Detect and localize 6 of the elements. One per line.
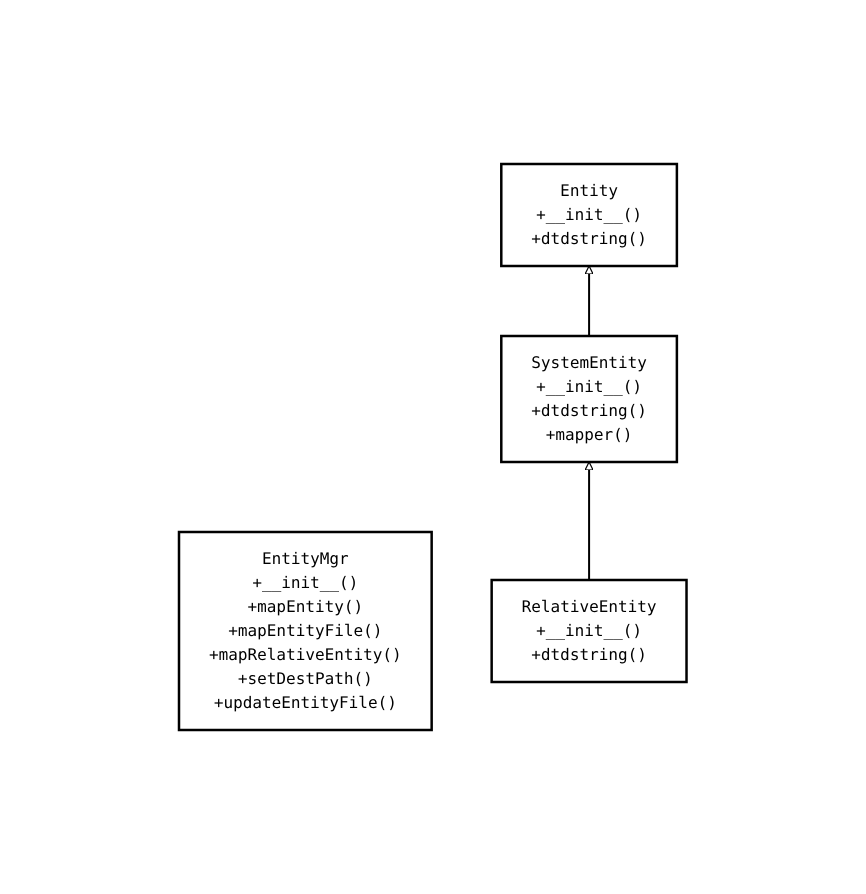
node-box: SystemEntity +__init__() +dtdstring() +mapper() — [500, 334, 678, 464]
node-box: Entity +__init__() +dtdstring() — [500, 162, 678, 268]
node-box: EntityMgr +__init__() +mapEntity() +mapEntityFile() +mapRelativeEntity() +setDestPath() +updateEntityFile() — [178, 530, 434, 732]
arrow — [584, 265, 594, 336]
node-box: RelativeEntity +__init__() +dtdstring() — [490, 578, 688, 684]
arrow — [584, 461, 594, 580]
